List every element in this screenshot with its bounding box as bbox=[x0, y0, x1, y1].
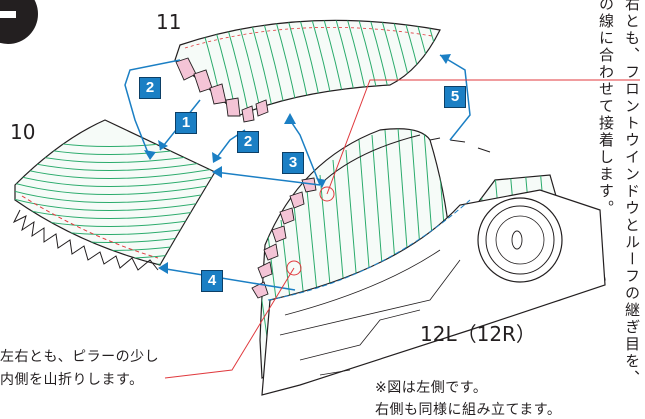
vertical-instruction-line2: の線に合わせて接着します。 bbox=[597, 0, 615, 217]
step-badge-icon bbox=[0, 0, 38, 44]
step-5-marker: 5 bbox=[444, 86, 466, 108]
side-body-part-12L bbox=[251, 128, 606, 396]
roof-part-label: 11 bbox=[156, 10, 182, 34]
leader-lines bbox=[164, 79, 640, 379]
windshield-part-10 bbox=[12, 119, 216, 271]
step-2-marker-left: 2 bbox=[139, 77, 161, 99]
step-4-marker: 4 bbox=[201, 270, 223, 292]
figure-note-line1: ※図は左側です。 bbox=[375, 380, 488, 396]
roof-part-11 bbox=[174, 19, 441, 123]
wheel-icon bbox=[477, 197, 563, 283]
side-body-part-label: 12L（12R） bbox=[420, 322, 536, 346]
arrow-heads bbox=[144, 54, 451, 274]
pillar-glue-tabs bbox=[251, 177, 317, 299]
windshield-part-label: 10 bbox=[10, 120, 36, 144]
pillar-fold-note-line1: 左右とも、ピラーの少し bbox=[0, 349, 160, 365]
pillar-fold-note-line2: 内側を山折りします。 bbox=[0, 372, 144, 388]
figure-note-line2: 右側も同様に組み立てます。 bbox=[375, 402, 562, 418]
vertical-instruction-line1: 右とも、フロントウインドウとルーフの継ぎ目を、 bbox=[623, 0, 641, 387]
step-2-marker-right: 2 bbox=[237, 131, 259, 153]
step-1-marker: 1 bbox=[175, 112, 197, 134]
step-3-marker: 3 bbox=[282, 152, 304, 174]
roof-glue-tabs bbox=[175, 57, 269, 123]
